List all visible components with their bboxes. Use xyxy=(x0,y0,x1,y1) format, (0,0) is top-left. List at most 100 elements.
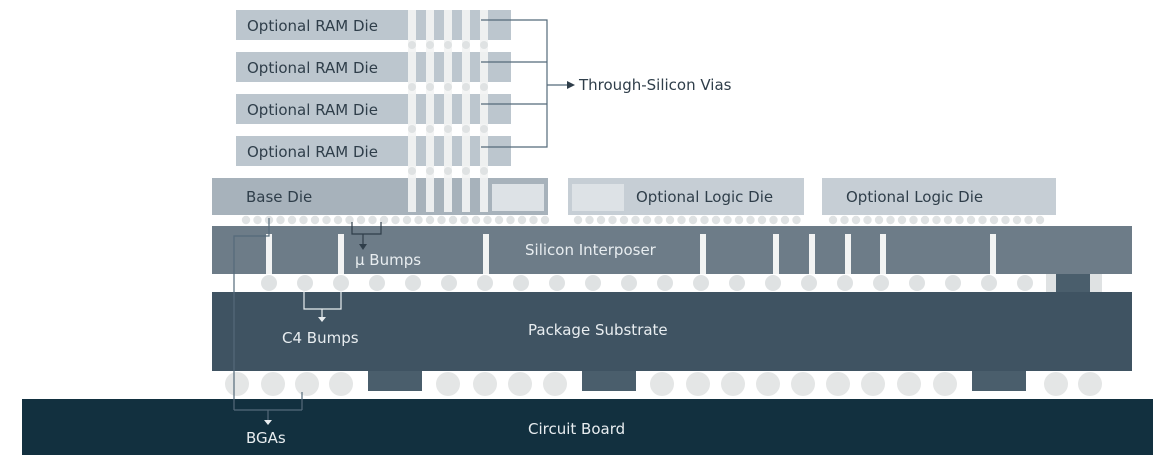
c4-bump xyxy=(909,275,925,291)
c4-bump xyxy=(1017,275,1033,291)
bga-ball xyxy=(261,372,285,396)
base-die-inset xyxy=(492,184,544,211)
tsv xyxy=(426,10,434,212)
c4-bump xyxy=(261,275,277,291)
micro-bump-row xyxy=(241,215,1045,225)
micro-bump xyxy=(978,215,987,225)
micro-bump xyxy=(333,215,343,225)
tsv xyxy=(480,10,488,212)
micro-bump xyxy=(471,215,481,225)
micro-bump xyxy=(734,215,744,225)
tsv-bump xyxy=(462,83,470,91)
micro-bump xyxy=(310,215,320,225)
micro-bump xyxy=(322,215,331,225)
c4-arrow-icon xyxy=(318,317,326,322)
micro-bump xyxy=(711,215,721,225)
micro-bump xyxy=(863,215,872,225)
c4-bump xyxy=(621,275,637,291)
c4-bump xyxy=(549,275,565,291)
micro-bump xyxy=(989,215,999,225)
micro-bump xyxy=(1035,215,1045,225)
micro-bump xyxy=(573,215,583,225)
micro-bump xyxy=(494,215,504,225)
micro-bump xyxy=(540,215,550,225)
tsv-bump xyxy=(462,125,470,133)
micro-bump xyxy=(700,215,709,225)
bga-ball xyxy=(1078,372,1102,396)
bga-pad xyxy=(972,371,1026,391)
bga-pad xyxy=(582,371,636,391)
micro-bump xyxy=(897,215,907,225)
micro-bump xyxy=(792,215,801,225)
bga-ball xyxy=(436,372,460,396)
tsv-bump xyxy=(480,83,488,91)
tsv-callout xyxy=(481,19,567,148)
c4-label: C4 Bumps xyxy=(282,329,359,347)
micro-bump xyxy=(276,215,285,225)
micro-bump xyxy=(1024,215,1033,225)
micro-bump xyxy=(943,215,953,225)
micro-bump xyxy=(391,215,400,225)
micro-bump xyxy=(287,215,297,225)
interposer-via xyxy=(483,234,489,274)
tsv-bump xyxy=(426,83,434,91)
micro-bump xyxy=(665,215,675,225)
c4-bump xyxy=(945,275,961,291)
ram-die-1-label: Optional RAM Die xyxy=(247,17,378,35)
logic-die-1-label: Optional Logic Die xyxy=(636,188,773,206)
bga-ball xyxy=(543,372,567,396)
micro-bump xyxy=(840,215,849,225)
micro-bump xyxy=(368,215,377,225)
tsv xyxy=(408,10,416,212)
micro-bump xyxy=(608,215,617,225)
tsv-bump xyxy=(444,125,452,133)
micro-bump xyxy=(356,215,366,225)
micro-bump xyxy=(757,215,767,225)
tsv-bump xyxy=(480,125,488,133)
micro-bump xyxy=(460,215,469,225)
ubump-callout xyxy=(351,222,382,244)
bga-row xyxy=(225,371,1102,396)
micro-bump xyxy=(654,215,663,225)
bga-ball xyxy=(861,372,885,396)
micro-bump xyxy=(437,215,446,225)
c4-bump xyxy=(369,275,385,291)
micro-bump xyxy=(596,215,606,225)
bga-ball xyxy=(756,372,780,396)
bga-ball xyxy=(686,372,710,396)
ram-die-4-label: Optional RAM Die xyxy=(247,143,378,161)
tsv xyxy=(462,10,470,212)
bga-ball xyxy=(473,372,497,396)
logic-die-1-inset xyxy=(572,184,624,211)
c4-bump xyxy=(765,275,781,291)
micro-bump xyxy=(253,215,262,225)
micro-bump xyxy=(909,215,918,225)
tsv-bump xyxy=(408,41,416,49)
micro-bump xyxy=(932,215,941,225)
micro-bump xyxy=(414,215,423,225)
interposer-via xyxy=(880,234,886,274)
micro-bump xyxy=(483,215,492,225)
micro-bump xyxy=(874,215,884,225)
interposer-via xyxy=(338,234,344,274)
micro-bump xyxy=(1001,215,1010,225)
bga-callout xyxy=(233,218,303,420)
bga-ball xyxy=(721,372,745,396)
micro-bump xyxy=(677,215,686,225)
micro-bump xyxy=(1012,215,1022,225)
c4-bump xyxy=(333,275,349,291)
ram-die-3-label: Optional RAM Die xyxy=(247,101,378,119)
tsv-bump xyxy=(426,167,434,175)
bga-ball xyxy=(897,372,921,396)
bga-ball xyxy=(508,372,532,396)
c4-bump xyxy=(981,275,997,291)
interposer-via xyxy=(266,234,272,274)
c4-callout xyxy=(303,291,342,317)
package-substrate-label: Package Substrate xyxy=(528,321,668,339)
c4-bump xyxy=(405,275,421,291)
c4-bump-row xyxy=(261,274,1102,292)
micro-bump xyxy=(241,215,251,225)
micro-bump xyxy=(688,215,698,225)
bga-ball xyxy=(826,372,850,396)
c4-bump xyxy=(693,275,709,291)
